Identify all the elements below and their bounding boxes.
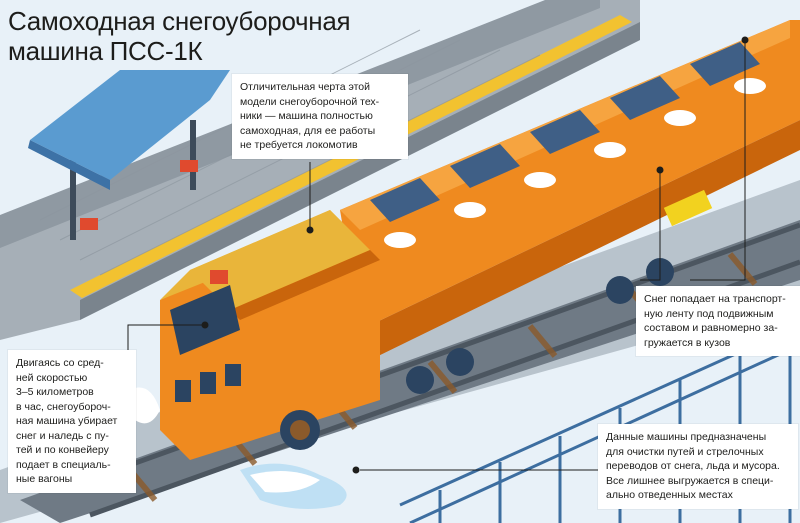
callout-line: Данные машины предназначены xyxy=(606,431,767,443)
callout-line: ную ленту под подвижным xyxy=(644,307,774,320)
callout-line: тей и по конвейеру xyxy=(16,444,109,456)
bench xyxy=(180,160,198,172)
callout-line: самоходная, для ее работы xyxy=(240,124,376,137)
callout-line: снег и наледь с пу- xyxy=(16,429,109,442)
shelter-roof xyxy=(30,70,230,180)
callout-line: составом и равномерно за- xyxy=(644,322,778,334)
leader-conveyor-2 xyxy=(690,40,746,281)
leader-dots xyxy=(201,36,749,474)
callout-line: в час, снегоубороч- xyxy=(16,400,111,413)
leader-conveyor xyxy=(640,170,661,281)
callout-line: Снег попадает на транспорт- xyxy=(644,293,786,305)
callout-line: Отличительная черта этой xyxy=(240,81,370,93)
cab-light xyxy=(210,270,228,284)
machine-cab xyxy=(160,210,380,460)
callout-self-propelled: Отличительная черта этой модели снегоубо… xyxy=(232,74,408,159)
callout-conveyor: Снег попадает на транспорт- ную ленту по… xyxy=(636,286,800,356)
callout-line: ники — машина полностью xyxy=(240,110,373,122)
callout-line: ная машина убирает xyxy=(16,415,118,427)
callout-line: не требуется локомотив xyxy=(240,139,358,151)
callout-line: ные вагоны xyxy=(16,473,73,485)
title-line-1: Самоходная снегоуборочная xyxy=(8,6,351,36)
leader-speed xyxy=(127,324,205,350)
callout-leaders xyxy=(127,40,746,471)
conveyor-wagons xyxy=(340,20,800,394)
callout-speed: Двигаясь со сред- ней скоростью 3–5 кило… xyxy=(8,350,136,493)
callout-line: модели снегоуборочной тех- xyxy=(240,95,380,108)
callout-line: Двигаясь со сред- xyxy=(16,357,104,369)
callout-line: переводов от снега, льда и мусора. xyxy=(606,460,780,472)
yellow-plate xyxy=(663,189,713,227)
title-line-2: машина ПСС-1К xyxy=(8,36,203,66)
callout-line: Все лишнее выгружается в специ- xyxy=(606,474,774,487)
callout-line: гружается в кузов xyxy=(644,336,731,349)
callout-purpose: Данные машины предназначены для очистки … xyxy=(598,424,798,509)
snow-spray xyxy=(130,387,347,509)
callout-line: ально отведенных местах xyxy=(606,489,733,501)
platform-shelter xyxy=(28,70,230,240)
callout-line: ней скоростью xyxy=(16,371,88,384)
callout-line: подает в специаль- xyxy=(16,458,111,471)
page-title: Самоходная снегоуборочная машина ПСС-1К xyxy=(8,6,351,66)
cab-windshield xyxy=(170,285,240,355)
callout-line: для очистки путей и стрелочных xyxy=(606,445,764,458)
bench xyxy=(80,218,98,230)
callout-line: 3–5 километров xyxy=(16,386,94,398)
